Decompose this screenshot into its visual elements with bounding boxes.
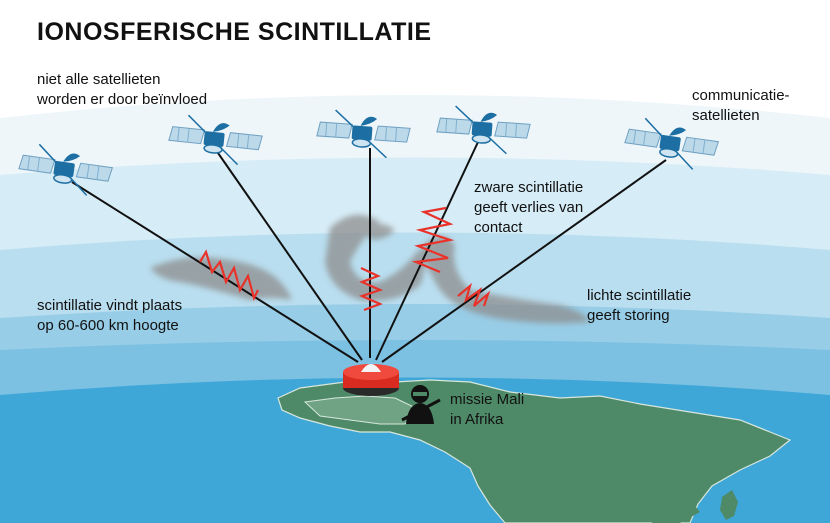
label-comm-satellites: communicatie- satellieten	[692, 86, 790, 126]
label-line: satellieten	[692, 107, 760, 124]
scintillation-zigzags	[199, 206, 491, 312]
label-line: communicatie-	[692, 87, 790, 104]
label-line: lichte scintillatie	[587, 287, 692, 304]
label-line: contact	[474, 219, 523, 236]
label-heavy-scintillation: zware scintillatie geeft verlies van con…	[474, 178, 583, 238]
label-line: geeft storing	[587, 307, 670, 324]
label-line: op 60-600 km hoogte	[37, 317, 179, 334]
ground-station-icon	[343, 364, 399, 396]
label-mission-mali: missie Mali in Afrika	[450, 390, 524, 430]
page-title: IONOSFERISCHE SCINTILLATIE	[37, 18, 432, 46]
label-scintillation-altitude: scintillatie vindt plaats op 60-600 km h…	[37, 296, 182, 336]
soldier-icon	[401, 385, 441, 424]
label-line: zware scintillatie	[474, 179, 584, 196]
label-line: scintillatie vindt plaats	[37, 297, 183, 314]
label-light-scintillation: lichte scintillatie geeft storing	[587, 286, 691, 326]
label-line: geeft verlies van	[474, 199, 584, 216]
label-line: niet alle satellieten	[37, 71, 161, 88]
label-line: missie Mali	[450, 391, 525, 408]
label-line: in Afrika	[450, 411, 504, 428]
label-line: worden er door beïnvloed	[37, 91, 208, 108]
signal-lines	[71, 141, 667, 363]
label-satellites-affected: niet alle satellieten worden er door beï…	[37, 70, 207, 110]
ionosphere-clouds	[150, 214, 590, 324]
